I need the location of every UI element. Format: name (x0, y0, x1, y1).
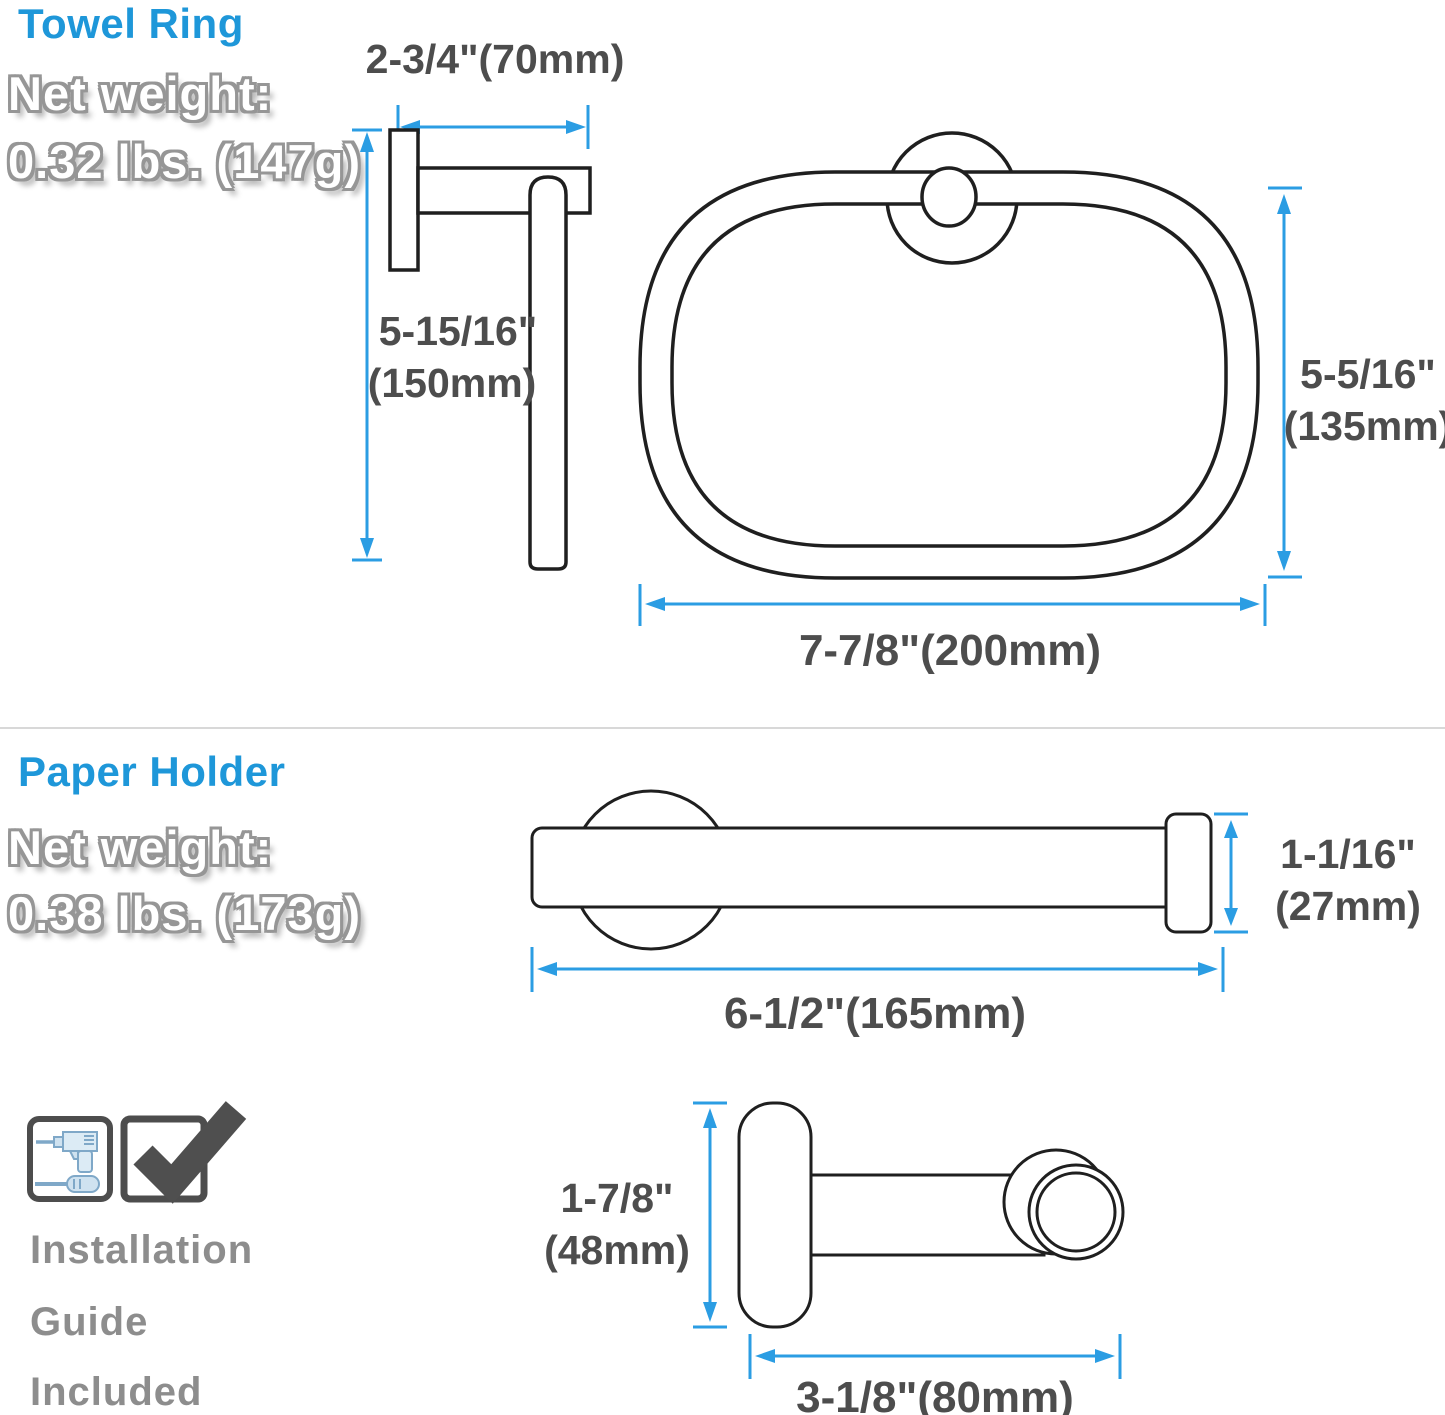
roll-bar (530, 826, 1179, 909)
installation-guide-line2: Guide (30, 1300, 149, 1344)
installation-guide-line1: Installation (30, 1228, 254, 1272)
paper-holder-net-weight-value: 0.38 lbs. (173g) (8, 887, 361, 940)
side-height-label-mm: (48mm) (544, 1227, 690, 1273)
towel-ring-side-height-label-mm: (150mm) (368, 360, 537, 406)
towel-ring-net-weight-label: Net weight: (8, 67, 273, 120)
towel-ring-title: Towel Ring (18, 0, 244, 47)
checkmark-icon (120, 1101, 247, 1204)
side-height-label-in: 1-7/8" (561, 1175, 674, 1221)
paper-holder-front-view: 1-1/16" (27mm) 6-1/2"(165mm) (530, 789, 1421, 1038)
end-cap (1164, 812, 1213, 934)
wall-mount-disc (737, 1101, 813, 1329)
paper-holder-net-weight-label: Net weight: (8, 821, 273, 874)
mount-arm (792, 1173, 1046, 1257)
drill-screwdriver-icon (27, 1116, 113, 1202)
installation-icons (27, 1101, 247, 1204)
cap-height-label-mm: (27mm) (1275, 883, 1421, 929)
towel-ring-side-height-label-in: 5-15/16" (379, 308, 538, 354)
towel-ring-width-dimension (638, 584, 1267, 626)
towel-ring-plate-width-label: 2-3/4"(70mm) (366, 36, 625, 82)
towel-ring-plate-width-dimension (396, 105, 590, 149)
depth-dimension (748, 1334, 1122, 1379)
length-dimension (530, 947, 1225, 992)
towel-ring-side-view: 2-3/4"(70mm) 5-15/16" (150mm) (352, 36, 625, 571)
towel-ring-front-view: 5-5/16" (135mm) 7-7/8"(200mm) (638, 131, 1445, 675)
hanging-ring-bar (528, 175, 568, 571)
section-divider (0, 727, 1445, 729)
installation-guide-line3: Included (30, 1370, 203, 1414)
towel-ring-height-label-in: 5-5/16" (1300, 351, 1436, 397)
cap-height-label-in: 1-1/16" (1280, 831, 1416, 877)
bar-end-inner (1035, 1171, 1117, 1253)
paper-holder-title: Paper Holder (18, 748, 286, 795)
mount-knob (920, 166, 978, 228)
towel-ring-width-label: 7-7/8"(200mm) (799, 626, 1101, 675)
towel-ring-side-drawing (388, 128, 592, 571)
towel-ring-height-dimension (1268, 186, 1302, 579)
towel-ring-height-label-mm: (135mm) (1284, 403, 1445, 449)
paper-holder-side-view: 1-7/8" (48mm) 3-1/8"(80mm) (544, 1101, 1125, 1415)
length-label: 6-1/2"(165mm) (724, 989, 1026, 1038)
towel-ring-side-height-dimension (352, 128, 382, 562)
towel-ring-net-weight-value: 0.32 lbs. (147g) (8, 135, 361, 188)
cap-height-dimension (1214, 812, 1248, 934)
towel-ring-tube (638, 170, 1260, 580)
depth-label: 3-1/8"(80mm) (796, 1373, 1074, 1415)
side-height-dimension (693, 1101, 727, 1329)
wall-plate (388, 128, 420, 272)
